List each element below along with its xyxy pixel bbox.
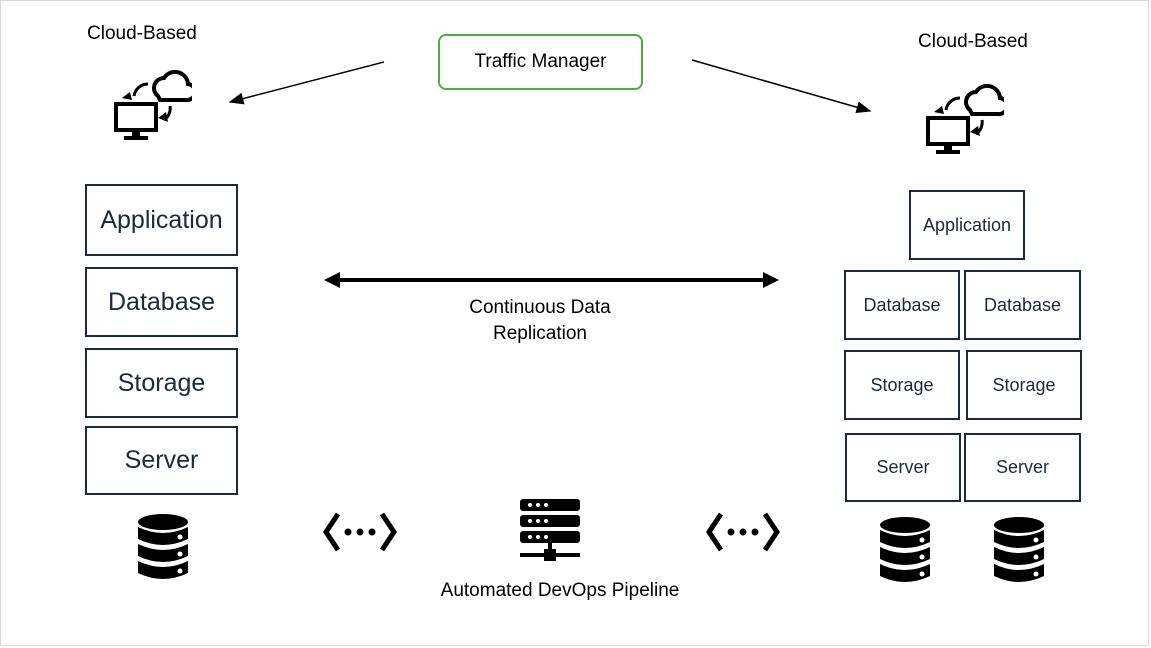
left-application-box: Application: [85, 184, 238, 256]
traffic-arrow-right: [691, 59, 872, 114]
right-database-box-2: Database: [964, 270, 1081, 340]
right-storage-box-2: Storage: [966, 350, 1082, 420]
right-storage-box-1: Storage: [844, 350, 960, 420]
network-connector-icon: [322, 512, 398, 552]
right-server-box-1: Server: [845, 433, 961, 502]
traffic-manager-box: Traffic Manager: [438, 34, 643, 90]
database-icon: [994, 517, 1044, 582]
left-server-box: Server: [85, 426, 238, 495]
traffic-arrow-left: [228, 61, 385, 105]
pipeline-label: Automated DevOps Pipeline: [440, 580, 680, 601]
server-rack-icon: [520, 499, 580, 561]
cloud-computer-icon: [926, 83, 1004, 154]
replication-label-line1: Continuous Data: [469, 297, 611, 318]
replication-label-line2: Replication: [493, 323, 587, 344]
network-connector-icon: [705, 512, 781, 552]
replication-double-arrow-icon: [324, 272, 779, 288]
left-storage-box: Storage: [85, 348, 238, 418]
left-database-box: Database: [85, 267, 238, 337]
left-site-title: Cloud-Based: [87, 23, 197, 44]
cloud-computer-icon: [114, 69, 192, 140]
right-site-title: Cloud-Based: [918, 31, 1028, 52]
database-icon: [138, 514, 188, 579]
right-application-box: Application: [909, 190, 1025, 260]
database-icon: [880, 517, 930, 582]
right-server-box-2: Server: [964, 433, 1081, 502]
right-database-box-1: Database: [844, 270, 960, 340]
